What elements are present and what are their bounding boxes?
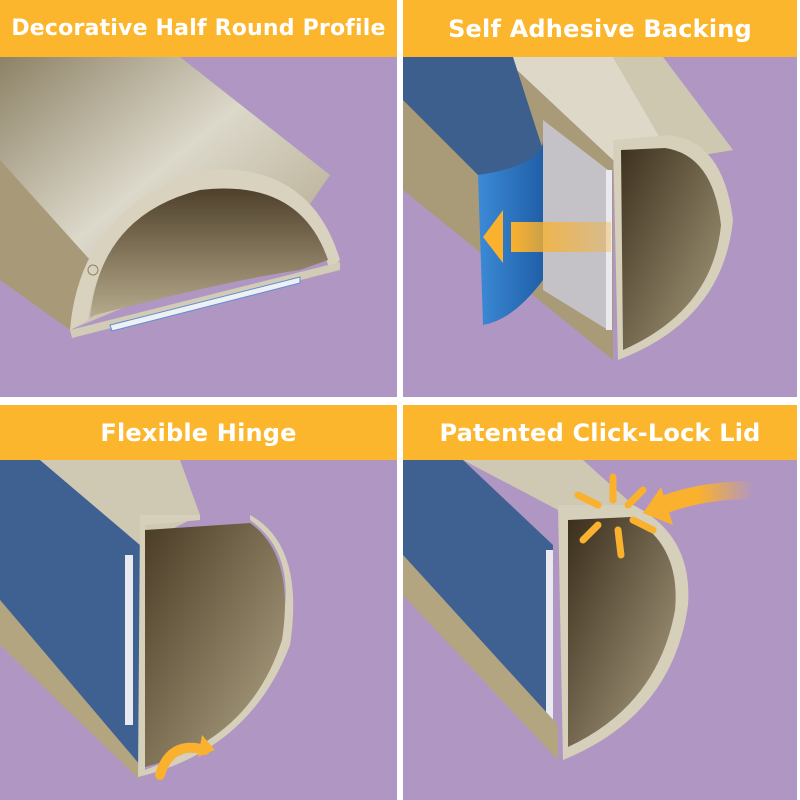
panel-click-lock-lid: Patented Click-Lock Lid: [403, 405, 797, 800]
panel-flexible-hinge: Flexible Hinge: [0, 405, 397, 800]
panel-title: Self Adhesive Backing: [448, 14, 752, 43]
panel-title: Patented Click-Lock Lid: [439, 418, 761, 447]
panel-self-adhesive-backing: Self Adhesive Backing: [403, 0, 797, 397]
click-lock-illustration: [403, 460, 754, 760]
panel-title: Flexible Hinge: [100, 418, 297, 447]
panel-title: Decorative Half Round Profile: [11, 16, 386, 41]
flexible-hinge-illustration: [0, 460, 294, 780]
half-round-raceway-illustration: [0, 57, 340, 338]
panel-half-round-profile: Decorative Half Round Profile: [0, 0, 397, 397]
panel-header: Decorative Half Round Profile: [0, 0, 397, 57]
panel-header: Flexible Hinge: [0, 405, 397, 460]
panel-header: Self Adhesive Backing: [403, 0, 797, 57]
panel-header: Patented Click-Lock Lid: [403, 405, 797, 460]
click-burst-icon: [574, 473, 657, 559]
adhesive-backing-illustration: [403, 57, 733, 360]
